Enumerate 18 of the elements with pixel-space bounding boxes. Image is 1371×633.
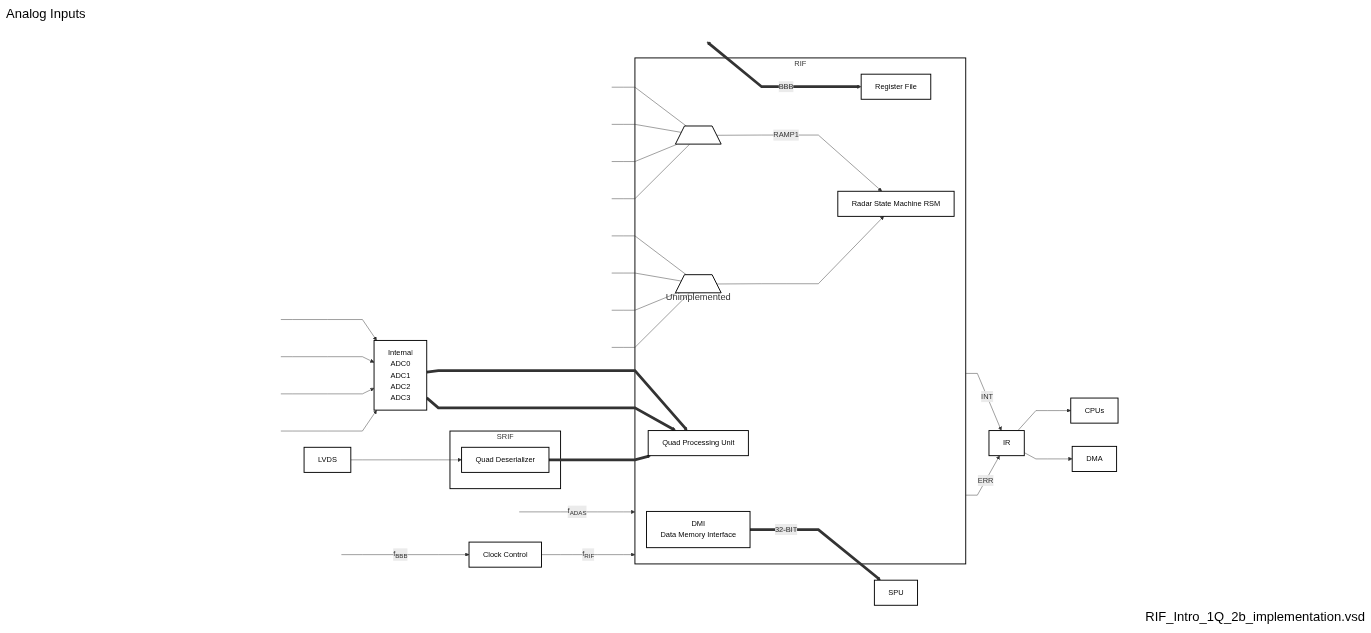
file-name-caption: RIF_Intro_1Q_2b_implementation.vsd bbox=[1145, 609, 1365, 624]
arrow bbox=[706, 41, 862, 89]
connector-line bbox=[611, 86, 687, 127]
connector-line bbox=[611, 235, 687, 276]
connector-line bbox=[611, 144, 690, 199]
multiplexer-trapezoid bbox=[674, 274, 722, 294]
note-text: Unimplemented bbox=[665, 292, 731, 303]
connector-line bbox=[611, 272, 682, 282]
connector-line bbox=[611, 292, 678, 311]
connector-line bbox=[611, 144, 678, 162]
arrow bbox=[426, 369, 688, 431]
annotation-text: Analog Inputs bbox=[6, 6, 86, 21]
arrow bbox=[548, 454, 651, 462]
arrow bbox=[750, 528, 881, 581]
connector-line bbox=[611, 292, 690, 348]
multiplexer-trapezoid bbox=[674, 125, 722, 145]
arrow bbox=[425, 396, 676, 431]
connector-line bbox=[611, 124, 682, 133]
